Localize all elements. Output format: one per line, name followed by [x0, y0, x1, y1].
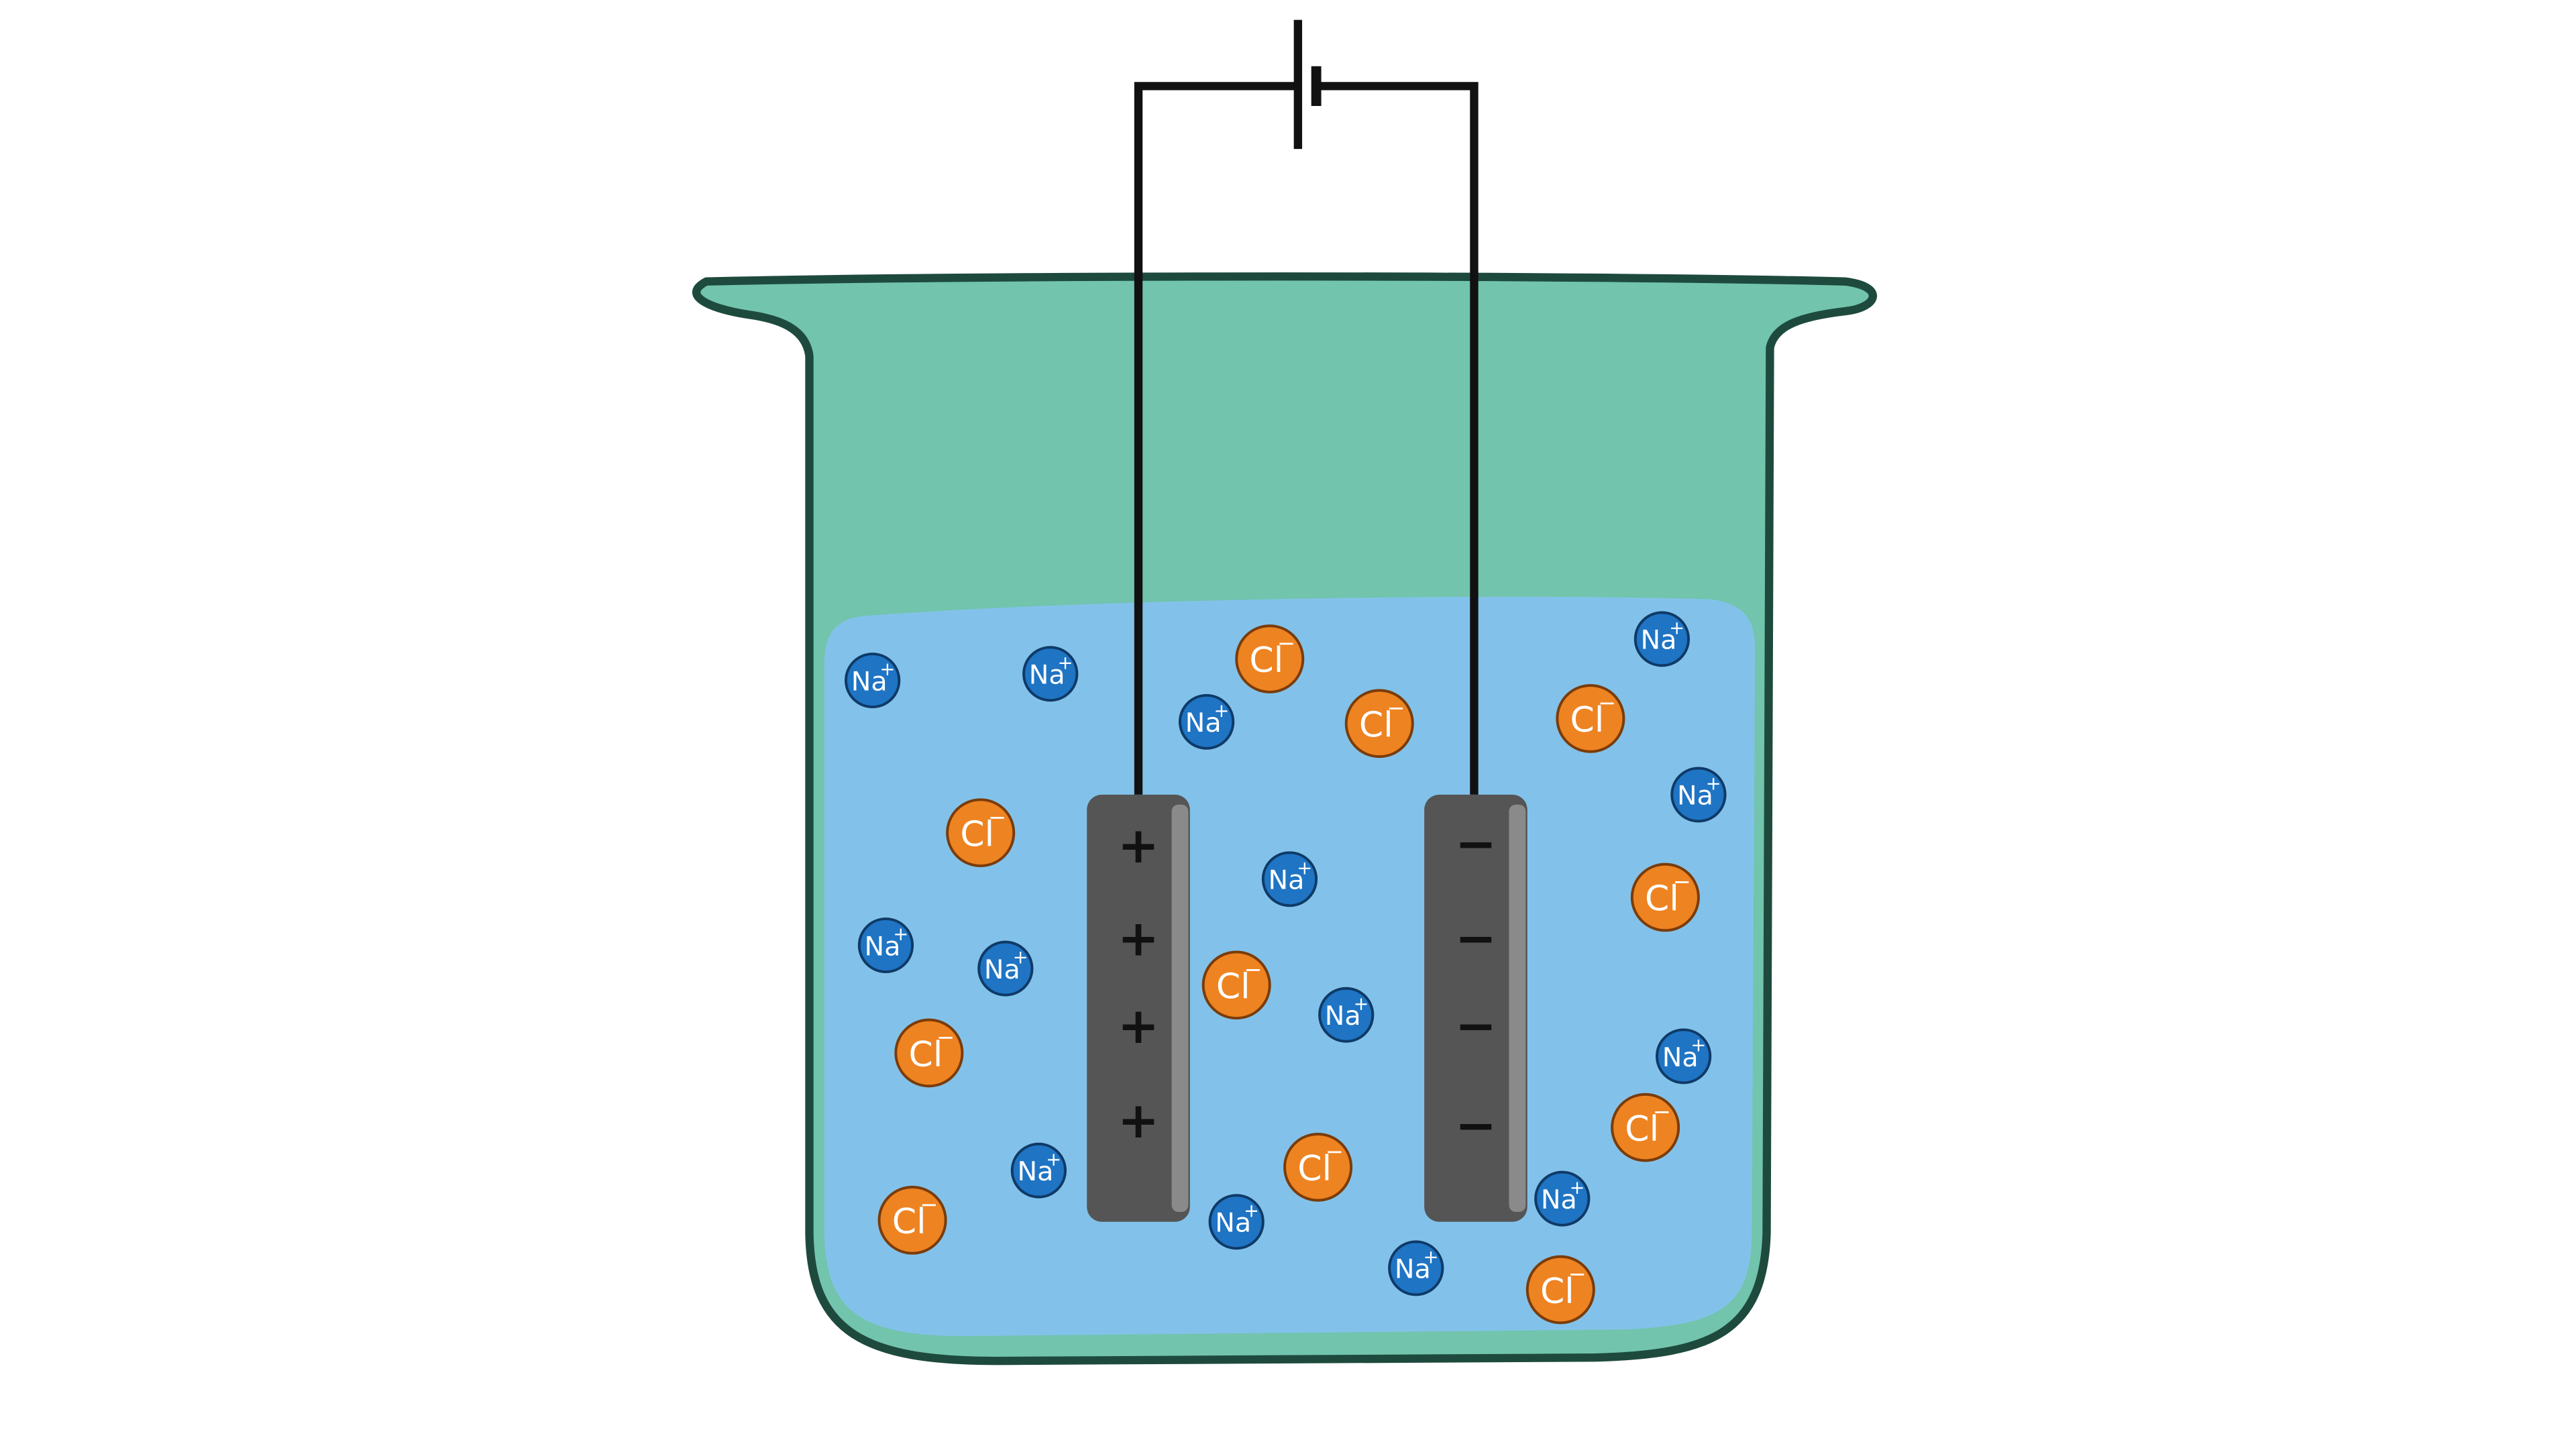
chloride-ion-charge-1: −	[1277, 630, 1295, 656]
sodium-ion-label-3: Na	[1185, 708, 1222, 738]
sodium-ion-label-13: Na	[1541, 1184, 1577, 1215]
chloride-ion-8: Cl−	[1611, 1093, 1680, 1162]
sodium-ion-charge-7: +	[893, 924, 908, 945]
sodium-ion-label-14: Na	[1395, 1254, 1431, 1285]
sodium-ion-4: Na+	[1633, 611, 1690, 667]
chloride-ion-label-5: Cl	[1645, 879, 1679, 919]
sodium-ion-1: Na+	[845, 653, 901, 709]
sodium-ion-charge-11: +	[1046, 1150, 1061, 1170]
anode-electrode: + + + +	[1087, 794, 1190, 1222]
cathode-sign-4: −	[1455, 1097, 1497, 1154]
chloride-ion-label-7: Cl	[909, 1035, 943, 1075]
sodium-ion-9: Na+	[1318, 987, 1375, 1043]
chloride-ion-10: Cl−	[877, 1185, 947, 1255]
chloride-ion-3: Cl−	[1556, 684, 1625, 753]
chloride-ion-label-9: Cl	[1297, 1149, 1332, 1189]
chloride-ion-label-4: Cl	[960, 815, 994, 855]
sodium-ion-14: Na+	[1388, 1240, 1444, 1296]
sodium-ion-charge-10: +	[1691, 1036, 1707, 1056]
sodium-ion-13: Na+	[1534, 1170, 1591, 1227]
chloride-ion-charge-4: −	[988, 804, 1006, 830]
sodium-ion-label-10: Na	[1662, 1042, 1699, 1073]
sodium-ion-label-1: Na	[851, 666, 888, 697]
sodium-ion-label-2: Na	[1029, 660, 1065, 691]
chloride-ion-11: Cl−	[1525, 1255, 1595, 1325]
chloride-ion-charge-8: −	[1653, 1099, 1671, 1125]
sodium-ion-6: Na+	[1261, 851, 1318, 907]
circuit	[1134, 19, 1479, 795]
battery-icon	[1293, 19, 1322, 150]
chloride-ion-7: Cl−	[894, 1018, 964, 1088]
sodium-ion-12: Na+	[1208, 1194, 1265, 1250]
sodium-ion-charge-8: +	[1013, 948, 1028, 968]
sodium-ion-charge-9: +	[1354, 994, 1369, 1015]
cathode-wire	[1316, 82, 1479, 795]
sodium-ion-label-9: Na	[1325, 1001, 1361, 1031]
chloride-ion-label-11: Cl	[1540, 1272, 1574, 1312]
sodium-ion-charge-14: +	[1424, 1247, 1439, 1268]
chloride-ion-5: Cl−	[1630, 862, 1700, 932]
chloride-ion-charge-11: −	[1568, 1262, 1587, 1287]
sodium-ion-charge-13: +	[1570, 1178, 1585, 1198]
chloride-ion-charge-3: −	[1598, 690, 1616, 716]
chloride-ion-label-1: Cl	[1249, 640, 1283, 681]
sodium-ion-11: Na+	[1010, 1142, 1067, 1198]
chloride-ion-charge-9: −	[1326, 1139, 1344, 1164]
chloride-ion-1: Cl−	[1235, 624, 1305, 693]
chloride-ion-9: Cl−	[1283, 1132, 1353, 1202]
sodium-ion-charge-3: +	[1214, 701, 1229, 722]
cathode-electrode: − − − −	[1424, 794, 1527, 1222]
sodium-ion-charge-12: +	[1244, 1200, 1259, 1221]
chloride-ion-6: Cl−	[1201, 950, 1271, 1020]
anode-sign-2: +	[1118, 909, 1159, 967]
sodium-ion-label-4: Na	[1641, 625, 1677, 656]
chloride-ion-charge-7: −	[936, 1025, 955, 1050]
anode-sign-1: +	[1118, 817, 1159, 875]
chloride-ion-label-8: Cl	[1625, 1109, 1659, 1150]
chloride-ion-charge-10: −	[920, 1192, 938, 1217]
sodium-ion-2: Na+	[1022, 646, 1079, 702]
chloride-ion-4: Cl−	[946, 798, 1016, 868]
chloride-ion-label-6: Cl	[1216, 967, 1250, 1007]
anode-wire	[1134, 82, 1298, 795]
chloride-ion-label-3: Cl	[1570, 700, 1605, 740]
sodium-ion-charge-4: +	[1669, 618, 1684, 639]
sodium-ion-10: Na+	[1656, 1028, 1712, 1084]
chloride-ion-label-2: Cl	[1359, 706, 1393, 746]
sodium-ion-label-5: Na	[1677, 781, 1713, 812]
sodium-ion-3: Na+	[1178, 693, 1235, 750]
sodium-ion-8: Na+	[977, 940, 1034, 997]
anode-sign-4: +	[1118, 1092, 1159, 1150]
sodium-ion-label-8: Na	[984, 954, 1020, 985]
cathode-sign-3: −	[1455, 997, 1497, 1055]
sodium-ion-label-6: Na	[1269, 865, 1305, 896]
sodium-ion-5: Na+	[1670, 767, 1727, 823]
sodium-ion-charge-1: +	[880, 659, 896, 680]
sodium-ion-charge-2: +	[1058, 653, 1073, 673]
anode-sign-3: +	[1118, 997, 1159, 1055]
sodium-ion-7: Na+	[857, 917, 914, 974]
chloride-ion-charge-5: −	[1673, 869, 1691, 895]
cathode-sign-2: −	[1455, 909, 1497, 967]
sodium-ion-charge-6: +	[1297, 858, 1312, 879]
chloride-ion-charge-6: −	[1244, 957, 1262, 983]
ions: Na+Na+Na+Na+Na+Na+Na+Na+Na+Na+Na+Na+Na+N…	[845, 611, 1727, 1325]
sodium-ion-label-7: Na	[865, 931, 901, 962]
chloride-ion-charge-2: −	[1387, 695, 1405, 720]
cathode-sign-1: −	[1455, 816, 1497, 873]
sodium-ion-label-11: Na	[1017, 1156, 1053, 1187]
chloride-ion-2: Cl−	[1344, 689, 1414, 759]
chloride-ion-label-10: Cl	[892, 1202, 926, 1242]
sodium-ion-charge-5: +	[1706, 774, 1721, 795]
sodium-ion-label-12: Na	[1215, 1208, 1251, 1239]
